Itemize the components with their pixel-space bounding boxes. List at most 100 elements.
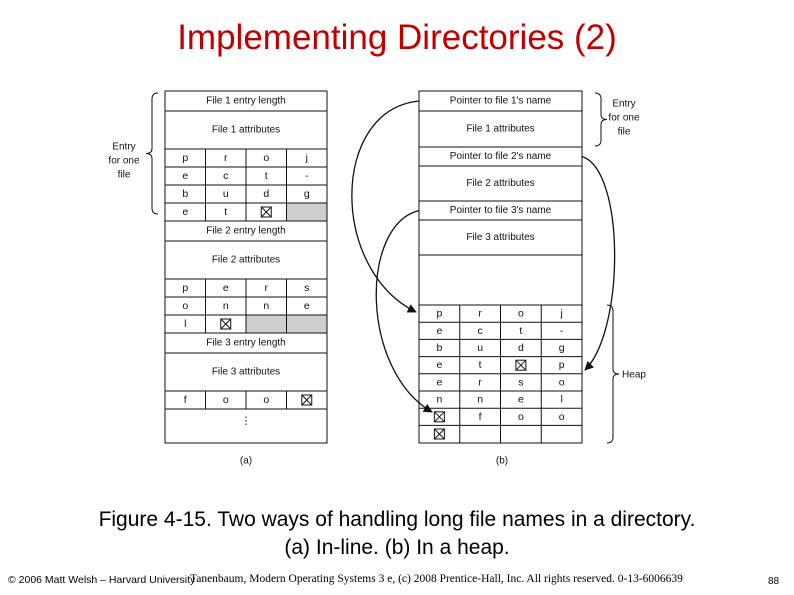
- page-number: 88: [768, 576, 780, 587]
- char-cell: o: [182, 300, 188, 312]
- unused-padding: [287, 315, 327, 333]
- char-cell: c: [223, 170, 228, 182]
- brace-label-line: for one: [108, 156, 140, 167]
- char-cell: n: [223, 300, 229, 312]
- crossed-box-icon: [260, 206, 272, 218]
- pointer-arrows: [351, 100, 616, 413]
- field-label: File 1 entry length: [206, 96, 286, 107]
- char-cell: n: [263, 300, 269, 312]
- char-cell: j: [305, 152, 308, 164]
- char-cell: p: [182, 282, 188, 294]
- char-cell: e: [182, 170, 188, 182]
- heap-char-cell: e: [436, 325, 442, 337]
- pointer-arrow-file2: [581, 155, 616, 371]
- heap-char-cell: o: [518, 411, 524, 423]
- heap-char-cell: b: [436, 342, 442, 354]
- field-label: File 2 attributes: [212, 255, 280, 266]
- heap-char-cell: p: [559, 359, 565, 371]
- inline-table-outline: [164, 90, 328, 444]
- unused-padding: [287, 203, 327, 221]
- field-label: File 1 attributes: [212, 125, 280, 136]
- brace-label-line: file: [118, 170, 131, 181]
- heap-char-cell: o: [559, 376, 565, 388]
- crossed-box-icon: [515, 359, 527, 371]
- more-entries-ellipsis: ⋮: [241, 415, 252, 427]
- figure-b-label: (b): [496, 456, 508, 467]
- char-cell: l: [184, 318, 186, 330]
- char-cell: o: [223, 394, 229, 406]
- heap-label: Heap: [622, 370, 646, 381]
- field-label: Pointer to file 2's name: [450, 151, 552, 162]
- field-label: Pointer to file 3's name: [450, 205, 552, 216]
- crossed-box-icon: [220, 318, 232, 330]
- heap-char-cell: e: [518, 394, 524, 406]
- heap-char-cell: t: [519, 325, 522, 337]
- brace-label-line: Entry: [612, 99, 635, 110]
- heap-char-cell: e: [436, 359, 442, 371]
- heap-char-cell: s: [518, 376, 523, 388]
- heap-char-cell: l: [560, 394, 562, 406]
- pointer-arrow-file1: [351, 100, 420, 313]
- char-cell: r: [224, 152, 228, 164]
- brace-label-line: file: [618, 127, 631, 138]
- char-cell: s: [304, 282, 309, 294]
- brace-label-line: Entry: [112, 142, 135, 153]
- heap-char-cell: u: [477, 342, 483, 354]
- unused-padding: [246, 315, 286, 333]
- char-cell: e: [223, 282, 229, 294]
- heap-char-cell: o: [518, 308, 524, 320]
- field-label: Pointer to file 1's name: [450, 96, 552, 107]
- field-label: File 1 attributes: [466, 124, 534, 135]
- crossed-box-icon: [301, 394, 313, 406]
- char-cell: t: [265, 170, 268, 182]
- field-label: File 3 attributes: [466, 232, 534, 243]
- brace: [145, 92, 159, 215]
- char-cell: t: [224, 206, 227, 218]
- char-cell: u: [223, 188, 229, 200]
- heap-char-cell: r: [478, 376, 482, 388]
- char-cell: r: [265, 282, 269, 294]
- char-cell: e: [182, 206, 188, 218]
- footer-copyright: © 2006 Matt Welsh – Harvard University: [8, 574, 196, 586]
- heap-char-cell: -: [560, 325, 564, 337]
- char-cell: f: [184, 394, 187, 406]
- heap-char-cell: j: [559, 308, 562, 320]
- char-cell: p: [182, 152, 188, 164]
- slide-title: Implementing Directories (2): [177, 18, 617, 57]
- field-label: File 3 attributes: [212, 367, 280, 378]
- crossed-box-icon: [433, 411, 445, 423]
- heap-char-cell: n: [436, 394, 442, 406]
- char-cell: g: [304, 188, 310, 200]
- char-cell: -: [305, 170, 309, 182]
- field-label: File 3 entry length: [206, 338, 286, 349]
- heap-char-cell: r: [478, 308, 482, 320]
- heap-char-cell: e: [436, 376, 442, 388]
- field-label: File 2 entry length: [206, 226, 286, 237]
- heap-char-cell: o: [559, 411, 565, 423]
- heap-char-cell: c: [478, 325, 483, 337]
- char-cell: o: [263, 394, 269, 406]
- heap-char-cell: n: [477, 394, 483, 406]
- heap-char-cell: p: [436, 308, 442, 320]
- char-cell: b: [182, 188, 188, 200]
- figure-caption: Figure 4-15. Two ways of handling long f…: [0, 506, 794, 562]
- heap-char-cell: f: [479, 411, 482, 423]
- pointer-arrow-file3: [375, 209, 433, 413]
- brace: [594, 92, 608, 147]
- char-cell: e: [304, 300, 310, 312]
- heap-char-cell: d: [518, 342, 524, 354]
- heap-char-cell: g: [559, 342, 565, 354]
- char-cell: o: [263, 152, 269, 164]
- crossed-box-icon: [433, 428, 445, 440]
- heap-char-cell: t: [479, 359, 482, 371]
- char-cell: d: [263, 188, 269, 200]
- brace: [606, 304, 620, 444]
- caption-line-1: Figure 4-15. Two ways of handling long f…: [98, 508, 696, 531]
- caption-line-2: (a) In-line. (b) In a heap.: [284, 536, 510, 559]
- figure-a-label: (a): [240, 456, 252, 467]
- field-label: File 2 attributes: [466, 178, 534, 189]
- brace-label-line: for one: [608, 113, 640, 124]
